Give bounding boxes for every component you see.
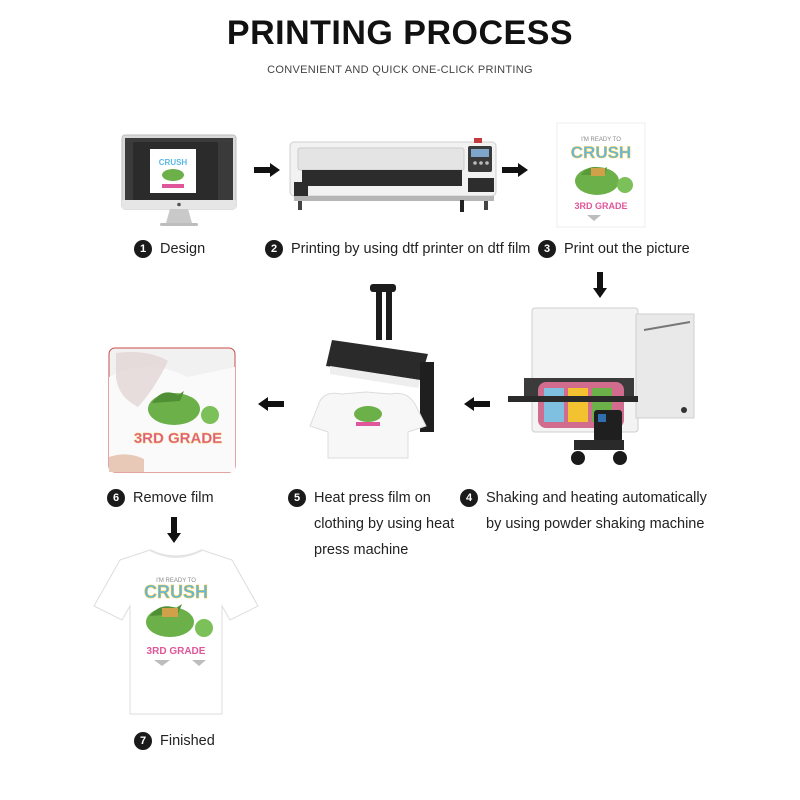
step-7-badge: 7 [134, 732, 152, 750]
step-3-label: 3 Print out the picture [538, 236, 690, 262]
mini-crush-text: CRUSH [159, 158, 188, 167]
arrow-left-icon [464, 397, 490, 411]
shirt-art-line2: CRUSH [144, 582, 208, 602]
step-5-label: 5 Heat press film on clothing by using h… [288, 485, 468, 563]
page-title: PRINTING PROCESS [226, 14, 574, 52]
printed-film-icon: I'M READY TO CRUSH 3RD GRADE [556, 122, 646, 228]
computer-monitor-icon: CRUSH [121, 134, 237, 226]
arrow-right-icon [502, 163, 528, 177]
step-6-label: 6 Remove film [107, 485, 214, 511]
step-4-text: Shaking and heating automatically by usi… [486, 490, 707, 532]
step-1-text: Design [160, 241, 206, 257]
arrow-right-icon [254, 163, 280, 177]
art-line3: 3RD GRADE [574, 201, 627, 211]
step-7-label: 7 Finished [134, 728, 215, 754]
peel-art-grade: 3RD GRADE [134, 430, 222, 447]
step-2-label: 2 Printing by using dtf printer on dtf f… [265, 236, 530, 262]
arrow-down-icon [593, 272, 607, 298]
step-4-badge: 4 [460, 489, 478, 507]
heat-press-icon [309, 284, 434, 459]
page-subtitle: CONVENIENT AND QUICK ONE-CLICK PRINTING [267, 64, 533, 76]
peel-film-icon: 3RD GRADE [108, 347, 236, 473]
dtf-printer-icon [289, 138, 497, 212]
step-6-text: Remove film [133, 490, 214, 506]
art-line2: CRUSH [571, 143, 631, 162]
t-shirt-icon: I'M READY TO CRUSH 3RD GRADE [93, 549, 259, 715]
shirt-art-line1: I'M READY TO [156, 578, 196, 584]
arrow-down-icon [167, 517, 181, 543]
arrow-left-icon [258, 397, 284, 411]
step-6-badge: 6 [107, 489, 125, 507]
step-2-text: Printing by using dtf printer on dtf fil… [291, 241, 531, 257]
step-5-text: Heat press film on clothing by using hea… [314, 490, 455, 558]
step-3-badge: 3 [538, 240, 556, 258]
step-5-badge: 5 [288, 489, 306, 507]
art-line1: I'M READY TO [581, 137, 621, 143]
shirt-art-line3: 3RD GRADE [147, 646, 206, 657]
step-3-text: Print out the picture [564, 241, 690, 257]
step-7-text: Finished [160, 733, 215, 749]
step-1-label: 1 Design [134, 236, 205, 262]
step-2-badge: 2 [265, 240, 283, 258]
step-1-badge: 1 [134, 240, 152, 258]
step-4-label: 4 Shaking and heating automatically by u… [460, 485, 720, 537]
powder-shaker-icon [508, 307, 695, 465]
